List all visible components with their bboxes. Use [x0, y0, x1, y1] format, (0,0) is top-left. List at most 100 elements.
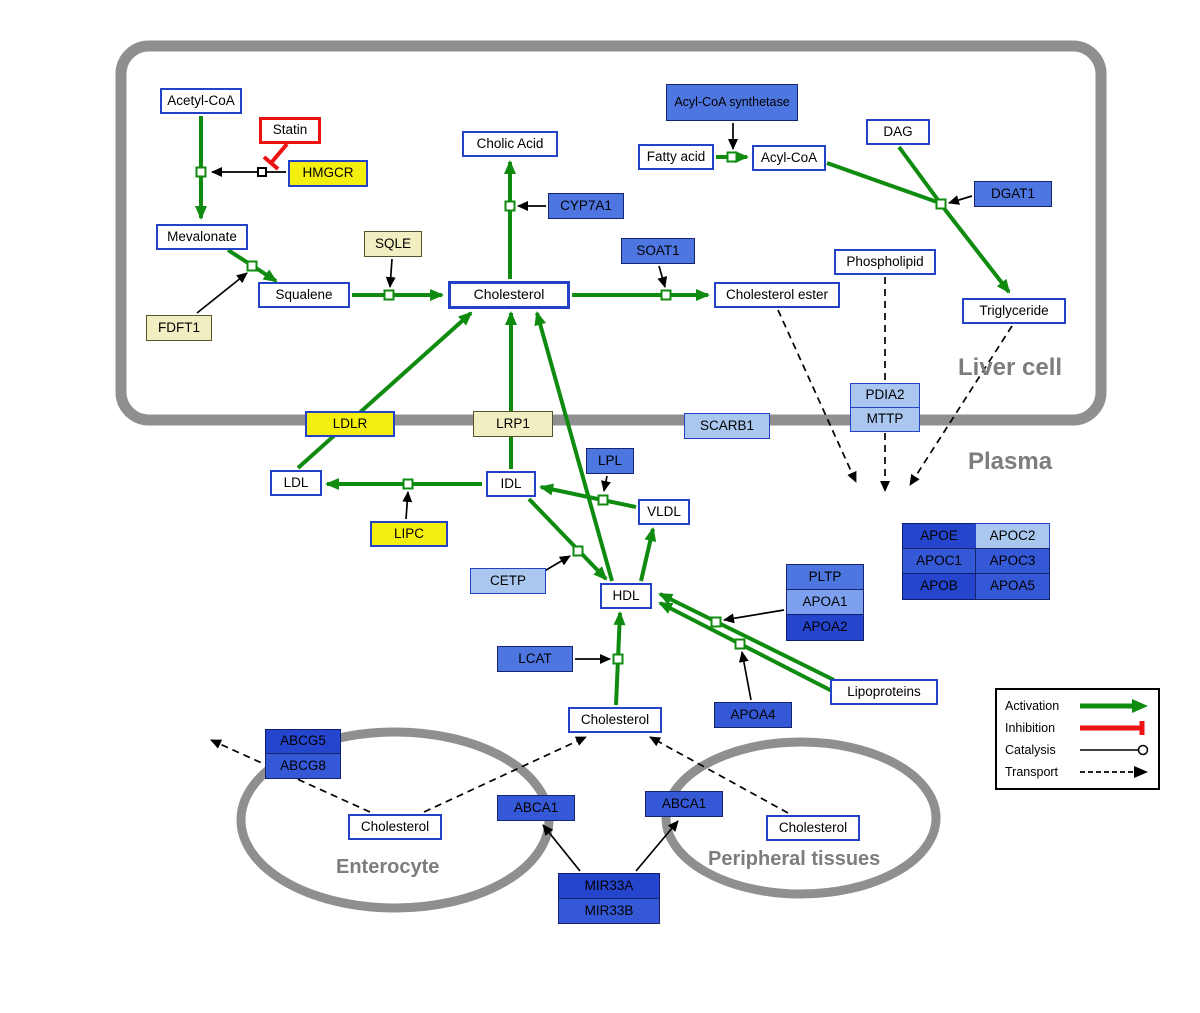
edge-mir33-abca1-enterocyte	[542, 824, 581, 872]
node-apoa1[interactable]: APOA1	[786, 589, 864, 615]
node-apoa4[interactable]: APOA4	[714, 702, 792, 728]
node-apoa5[interactable]: APOA5	[975, 573, 1050, 600]
node-fatty-acid[interactable]: Fatty acid	[638, 144, 714, 170]
node-ldlr[interactable]: LDLR	[305, 411, 395, 437]
reaction-acylcoa-synthetase	[726, 151, 738, 163]
node-statin[interactable]: Statin	[259, 117, 321, 144]
node-apoe[interactable]: APOE	[902, 523, 976, 549]
node-sqle[interactable]: SQLE	[364, 231, 422, 257]
node-abcg5[interactable]: ABCG5	[265, 729, 341, 754]
node-abca1-enterocyte[interactable]: ABCA1	[497, 795, 575, 821]
reaction-cyp7a1	[504, 200, 516, 212]
catalysis-port	[257, 167, 267, 177]
node-cholesterol-ester[interactable]: Cholesterol ester	[714, 282, 840, 308]
node-lipc[interactable]: LIPC	[370, 521, 448, 547]
reaction-cetp	[572, 545, 584, 557]
edge-peripheral-cholesterol-plasma	[649, 736, 789, 814]
reaction-apoa4	[734, 638, 746, 650]
legend-inhibition-label: Inhibition	[1005, 721, 1056, 735]
edge-ldl-ldlr-cholesterol	[296, 311, 473, 470]
node-lpl[interactable]: LPL	[586, 448, 634, 474]
liver-cell-outline	[115, 40, 1107, 426]
node-triglyceride[interactable]: Triglyceride	[962, 298, 1066, 324]
node-apoa2[interactable]: APOA2	[786, 614, 864, 641]
node-pltp[interactable]: PLTP	[786, 564, 864, 590]
legend-activation-row: Activation	[1005, 698, 1150, 714]
legend-activation-label: Activation	[1005, 699, 1060, 713]
inhibition-edges	[262, 142, 289, 171]
node-cetp[interactable]: CETP	[470, 568, 546, 594]
edge-apoa4-catalysis	[738, 651, 752, 701]
node-apoc2[interactable]: APOC2	[975, 523, 1050, 549]
reaction-apoa	[710, 616, 722, 628]
node-ldl[interactable]: LDL	[270, 470, 322, 496]
node-acyl-coa[interactable]: Acyl-CoA	[752, 145, 826, 171]
node-cholesterol-enterocyte[interactable]: Cholesterol	[348, 814, 442, 840]
inhibition-tbar-icon	[1080, 721, 1145, 735]
node-abca1-peripheral[interactable]: ABCA1	[645, 791, 723, 817]
reaction-lcat	[612, 653, 624, 665]
edge-lpl-catalysis	[601, 475, 611, 492]
node-idl[interactable]: IDL	[486, 471, 536, 497]
node-cholesterol-plasma[interactable]: Cholesterol	[568, 707, 662, 733]
node-cholesterol-peripheral[interactable]: Cholesterol	[766, 815, 860, 841]
node-squalene[interactable]: Squalene	[258, 282, 350, 308]
legend-inhibition-row: Inhibition	[1005, 720, 1150, 736]
reaction-fdft1	[246, 260, 258, 272]
legend: Activation Inhibition Catalysis Transpor…	[995, 688, 1160, 790]
node-dgat1[interactable]: DGAT1	[974, 181, 1052, 207]
node-soat1[interactable]: SOAT1	[621, 238, 695, 264]
node-dag[interactable]: DAG	[866, 119, 930, 145]
node-lcat[interactable]: LCAT	[497, 646, 573, 672]
node-mttp[interactable]: MTTP	[850, 407, 920, 432]
catalysis-circle-icon	[1080, 744, 1149, 756]
plasma-label: Plasma	[968, 448, 1053, 475]
catalysis-edges	[196, 123, 973, 872]
node-apoc3[interactable]: APOC3	[975, 548, 1050, 574]
liver-cell-label: Liver cell	[958, 354, 1063, 381]
node-mevalonate[interactable]: Mevalonate	[156, 224, 248, 250]
node-hmgcr[interactable]: HMGCR	[288, 160, 368, 187]
node-mir33a[interactable]: MIR33A	[558, 873, 660, 899]
edge-lipc-catalysis	[402, 491, 413, 520]
node-cholic-acid[interactable]: Cholic Acid	[462, 131, 558, 157]
peripheral-tissues-label: Peripheral tissues	[708, 848, 881, 870]
statin-inhibition-tbar	[262, 155, 280, 171]
node-abcg8[interactable]: ABCG8	[265, 753, 341, 779]
edge-dag-dgat-hub	[897, 145, 940, 202]
edge-soat1-catalysis	[657, 265, 668, 288]
edge-sqle-catalysis	[385, 258, 396, 288]
node-acetyl-coa[interactable]: Acetyl-CoA	[160, 88, 242, 114]
node-apoc1[interactable]: APOC1	[902, 548, 976, 574]
reaction-dgat1	[935, 198, 947, 210]
node-scarb1[interactable]: SCARB1	[684, 413, 770, 439]
edge-hdl-cholesterol	[534, 311, 614, 582]
node-vldl[interactable]: VLDL	[638, 499, 690, 525]
node-hdl[interactable]: HDL	[600, 583, 652, 609]
node-phospholipid[interactable]: Phospholipid	[834, 249, 936, 275]
edge-acylcoa-dgat-hub	[826, 161, 938, 204]
edge-apoa-stack-catalysis	[723, 609, 785, 624]
legend-catalysis-row: Catalysis	[1005, 742, 1150, 758]
node-apob[interactable]: APOB	[902, 573, 976, 600]
reaction-soat1	[660, 289, 672, 301]
node-fdft1[interactable]: FDFT1	[146, 315, 212, 341]
peripheral-tissues-outline	[661, 737, 941, 899]
edge-fdft1-catalysis	[196, 272, 248, 314]
edge-enterocyte-cholesterol-plasma	[423, 736, 587, 813]
reaction-hmgcr	[195, 166, 207, 178]
edge-lipoproteins-hdl-upper	[658, 592, 835, 682]
edge-cholesterolester-transport	[777, 309, 857, 483]
node-lrp1[interactable]: LRP1	[473, 411, 553, 437]
edge-vldl-idl	[539, 483, 637, 509]
node-cyp7a1[interactable]: CYP7A1	[548, 193, 624, 219]
node-pdia2[interactable]: PDIA2	[850, 383, 920, 408]
node-lipoproteins[interactable]: Lipoproteins	[830, 679, 938, 705]
node-cholesterol-liver[interactable]: Cholesterol	[448, 281, 570, 309]
edge-dgat-hub-triglyceride	[941, 205, 1011, 294]
node-mir33b[interactable]: MIR33B	[558, 898, 660, 924]
edge-idl-cetp-hdl	[527, 497, 608, 581]
node-acyl-coa-synthetase[interactable]: Acyl-CoA synthetase	[666, 84, 798, 121]
